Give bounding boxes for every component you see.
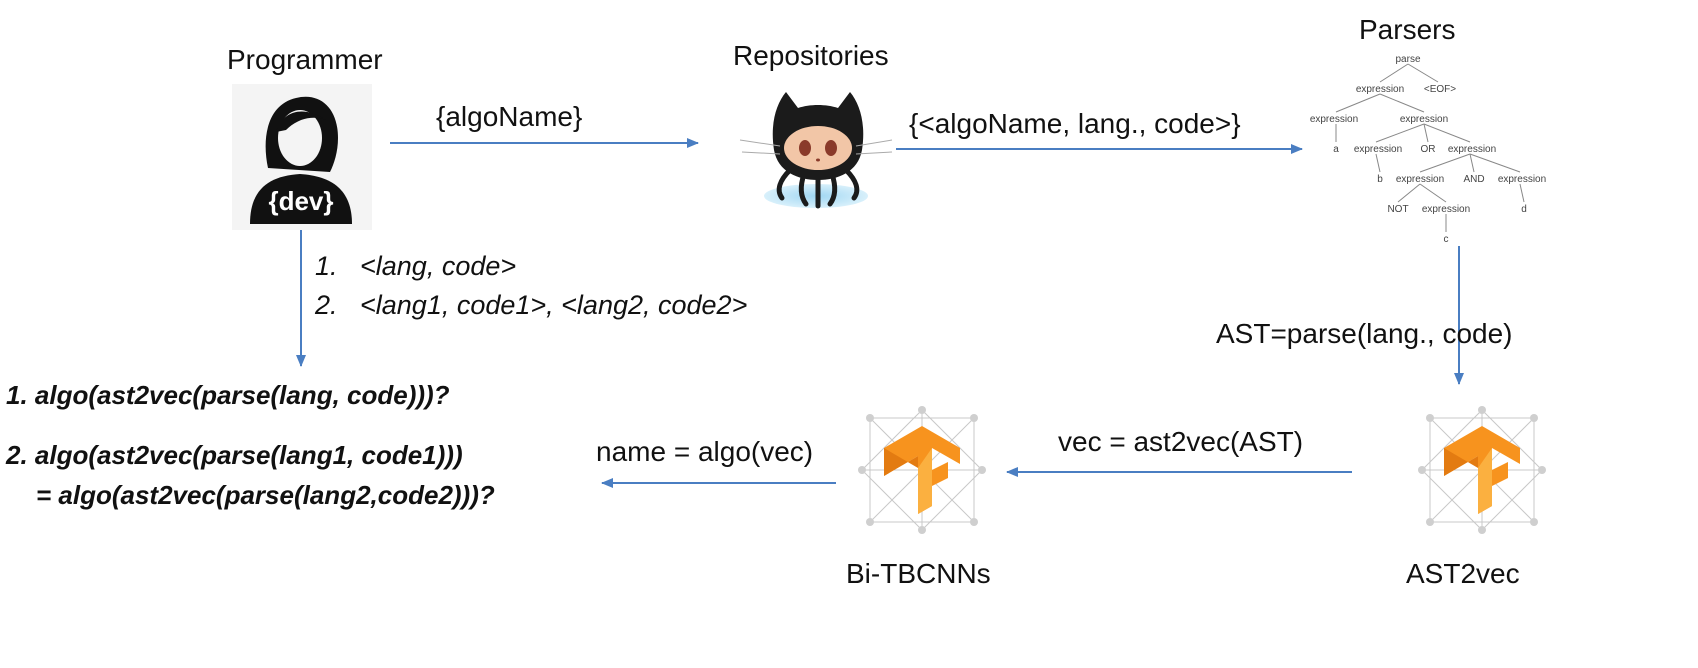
tree-node: c xyxy=(1444,234,1449,245)
edge-label-algo: name = algo(vec) xyxy=(596,436,814,467)
query-2-line-2: = algo(ast2vec(parse(lang2,code2)))? xyxy=(36,480,495,510)
tree-node: AND xyxy=(1463,174,1484,185)
edge-label-parse: AST=parse(lang., code) xyxy=(1216,318,1513,349)
tensorflow-icon xyxy=(1418,406,1546,534)
edge-label-ast2vec: vec = ast2vec(AST) xyxy=(1058,426,1304,457)
input-item-1: <lang, code> xyxy=(360,251,517,281)
repositories-title: Repositories xyxy=(733,40,889,71)
edge-label-repo-output: {<algoName, lang., code>} xyxy=(909,108,1241,139)
bitbcnn-title: Bi-TBCNNs xyxy=(846,558,991,589)
input-item-2: <lang1, code1>, <lang2, code2> xyxy=(360,290,748,320)
dev-icon-text: {dev} xyxy=(268,186,333,216)
edge-label-algoname: {algoName} xyxy=(436,101,583,132)
tree-node: parse xyxy=(1395,54,1420,65)
parsers-title: Parsers xyxy=(1359,14,1456,45)
tree-node: expression xyxy=(1310,114,1358,125)
input-item-2-number: 2. xyxy=(315,290,338,320)
tree-node: expression xyxy=(1448,144,1496,155)
tree-node: NOT xyxy=(1387,204,1408,215)
parse-tree-image xyxy=(1335,63,1525,232)
tree-node: expression xyxy=(1354,144,1402,155)
tree-node: expression xyxy=(1400,114,1448,125)
query-1: 1. algo(ast2vec(parse(lang, code)))? xyxy=(6,380,450,410)
tensorflow-icon xyxy=(858,406,986,534)
tree-node: OR xyxy=(1421,144,1436,155)
github-octocat-icon xyxy=(739,92,893,209)
programmer-title: Programmer xyxy=(227,44,383,75)
tree-node: d xyxy=(1521,204,1527,215)
query-2-line-1: 2. algo(ast2vec(parse(lang1, code1))) xyxy=(6,440,463,470)
tree-node: a xyxy=(1333,144,1339,155)
parse-tree-labels: parse expression <EOF> expression expres… xyxy=(1310,54,1546,245)
tree-node: expression xyxy=(1396,174,1444,185)
tree-node: expression xyxy=(1356,84,1404,95)
tree-node: expression xyxy=(1498,174,1546,185)
tree-node: <EOF> xyxy=(1424,84,1456,95)
tree-node: b xyxy=(1377,174,1383,185)
tree-node: expression xyxy=(1422,204,1470,215)
input-item-1-number: 1. xyxy=(315,251,338,281)
programmer-dev-icon: {dev} xyxy=(232,84,372,230)
ast2vec-title: AST2vec xyxy=(1406,558,1520,589)
